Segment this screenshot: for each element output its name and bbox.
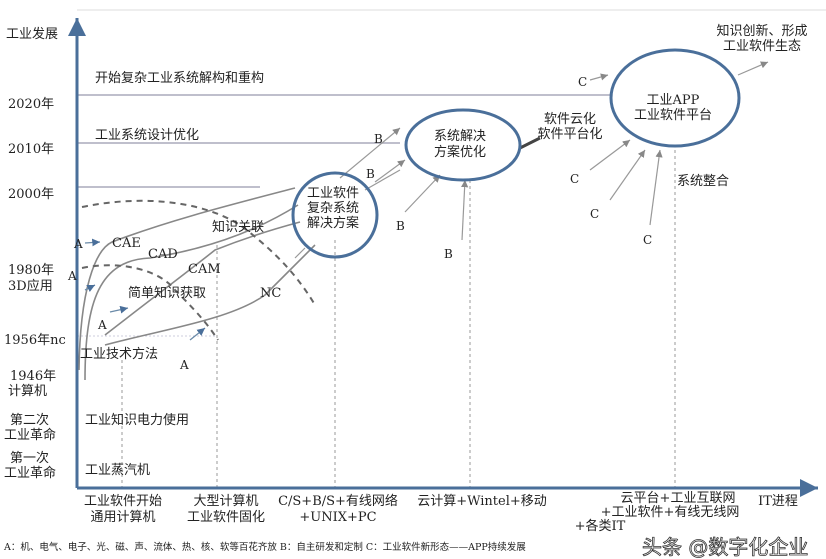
- level-label: 工业知识电力使用: [85, 412, 189, 428]
- node-app-platform: [609, 48, 741, 148]
- level-label: 工业蒸汽机: [85, 463, 150, 478]
- level-labels: 开始复杂工业系统解构和重构 工业系统设计优化 工业知识电力使用 工业蒸汽机 工业…: [80, 70, 281, 478]
- marker-c: C: [578, 75, 587, 89]
- marker-c: C: [643, 233, 652, 247]
- x-label: +UNIX+PC: [299, 510, 376, 525]
- node-text: 系统整合: [677, 174, 729, 189]
- x-axis-title: IT进程: [758, 494, 798, 509]
- watermark: 头条 @数字化企业: [642, 535, 808, 559]
- x-label: C/S+B/S+有线网络: [278, 493, 398, 509]
- x-label: 工业软件开始: [84, 494, 162, 509]
- marker-b: B: [374, 132, 383, 146]
- node-complex-solution: [291, 171, 379, 259]
- x-label: +工业软件+有线无线网: [601, 505, 740, 520]
- y-label: 2010年: [8, 142, 54, 157]
- level-label: 开始复杂工业系统解构和重构: [95, 70, 264, 86]
- marker-b: B: [396, 219, 405, 233]
- era-dividers: [121, 150, 676, 488]
- tool-label: CAE: [112, 236, 141, 251]
- node-text: 解决方案: [307, 215, 359, 231]
- x-label: 工业软件固化: [187, 510, 265, 525]
- marker-b: B: [366, 167, 375, 181]
- dashed-boundaries: [81, 199, 316, 341]
- y-label: 第一次: [10, 450, 49, 466]
- marker-c: C: [590, 207, 599, 221]
- marker-a: A: [73, 237, 83, 251]
- footnote: A：机、电气、电子、光、磁、声、流体、热、核、软等百花齐放 B：自主研发和定制 …: [3, 541, 526, 553]
- node-solution-optimization: [404, 108, 522, 182]
- x-label: 大型计算机: [193, 494, 258, 509]
- y-label: 1956年nc: [4, 333, 66, 348]
- node-text: 工业软件平台: [634, 108, 712, 123]
- marker-a: A: [67, 269, 77, 283]
- x-label: 通用计算机: [90, 510, 155, 525]
- tool-label: NC: [260, 286, 281, 301]
- markers: A A A A B B B B C C C C: [67, 75, 652, 372]
- node-text: 方案优化: [434, 144, 486, 160]
- y-label: 工业革命: [4, 465, 56, 481]
- tool-label: CAM: [188, 262, 221, 277]
- tool-label: CAD: [148, 247, 178, 262]
- node-text: 工业APP: [647, 93, 700, 108]
- x-label: +各类IT: [575, 518, 626, 534]
- marker-a: A: [179, 358, 189, 372]
- node-text: 软件云化: [544, 112, 596, 127]
- marker-b: B: [444, 247, 453, 261]
- node-text: 工业软件: [307, 186, 359, 201]
- level-label: 简单知识获取: [128, 285, 206, 301]
- node-text: 复杂系统: [307, 201, 359, 216]
- y-axis-title: 工业发展: [6, 26, 58, 42]
- marker-c: C: [570, 172, 579, 186]
- x-label: 云平台+工业互联网: [621, 491, 736, 506]
- a-arrows: [84, 238, 206, 341]
- marker-a: A: [97, 318, 107, 332]
- node-labels: 工业软件 复杂系统 解决方案 系统解决 方案优化 工业APP 工业软件平台 软件…: [307, 23, 808, 231]
- y-label: 2000年: [8, 187, 54, 202]
- level-label: 工业系统设计优化: [95, 128, 199, 143]
- level-label: 知识关联: [212, 219, 264, 235]
- bc-arrows: [294, 61, 769, 259]
- node-text: 工业软件生态: [723, 39, 801, 54]
- y-label: 3D应用: [8, 278, 53, 294]
- y-label: 第二次: [10, 412, 49, 428]
- development-curves: [78, 187, 316, 381]
- y-axis-labels: 工业发展 2020年 2010年 2000年 1980年 3D应用 1956年n…: [4, 26, 66, 481]
- node-text: 软件平台化: [537, 127, 602, 142]
- y-label: 计算机: [8, 384, 47, 399]
- y-label: 工业革命: [4, 427, 56, 443]
- y-label: 1946年: [10, 369, 56, 384]
- x-axis-labels: 工业软件开始 通用计算机 大型计算机 工业软件固化 C/S+B/S+有线网络 +…: [84, 491, 798, 534]
- level-label: 工业技术方法: [80, 346, 158, 362]
- y-label: 1980年: [8, 263, 54, 278]
- x-label: 云计算+Wintel+移动: [417, 494, 547, 509]
- node-text: 知识创新、形成: [716, 23, 807, 39]
- y-label: 2020年: [8, 97, 54, 112]
- node-text: 系统解决: [434, 129, 486, 144]
